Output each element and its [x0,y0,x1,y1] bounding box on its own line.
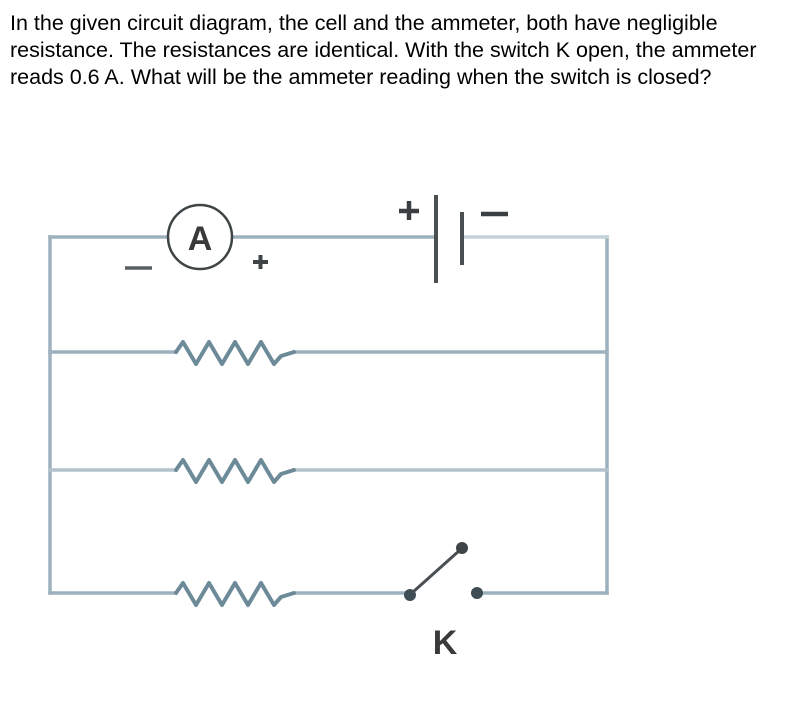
ammeter-circle [166,203,234,271]
switch-lever [412,548,461,594]
ammeter-positive-sign-icon [253,255,268,269]
switch-lever-tip [456,542,468,554]
question-text: In the given circuit diagram, the cell a… [10,11,757,89]
cell [399,195,508,283]
ammeter: A [125,203,268,271]
resistor-1-icon [174,340,296,366]
resistor-3-icon [174,581,296,607]
resistor-2-icon [174,458,296,484]
ammeter-label: A [188,220,213,258]
switch-k: K [404,542,483,662]
switch-label: K [433,624,458,662]
cell-positive-sign-icon [399,201,419,220]
circuit-wires [48,235,609,595]
switch-right-terminal [471,587,483,599]
